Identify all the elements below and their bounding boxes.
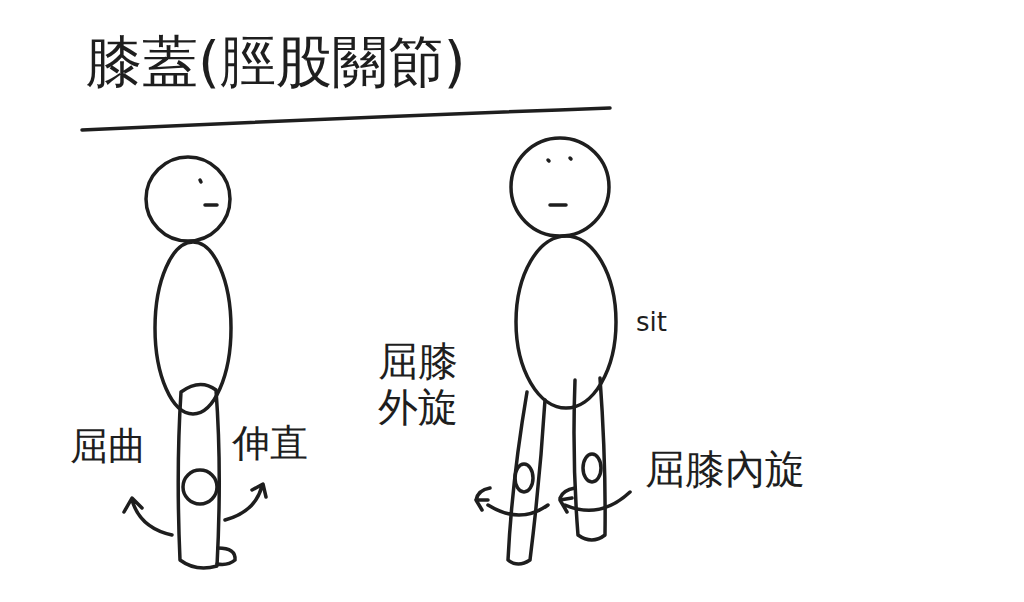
title-underline <box>82 108 610 130</box>
internal-rotation-arrow <box>560 488 630 512</box>
face <box>548 158 571 205</box>
knee <box>183 470 217 504</box>
foot <box>217 548 235 565</box>
title: 膝蓋(脛股關節) <box>86 30 466 94</box>
motion-label: 伸直 <box>232 422 308 466</box>
head <box>511 138 609 236</box>
extension-arrow <box>225 484 266 520</box>
motion-label: 屈曲 <box>70 425 146 469</box>
torso <box>155 242 231 414</box>
knee <box>515 464 533 492</box>
leg <box>574 378 605 540</box>
leg <box>178 384 219 568</box>
motion-label: 屈膝 外旋 <box>378 338 466 430</box>
motion-label: 屈膝內旋 <box>645 446 805 492</box>
external-rotation-arrow <box>476 488 548 515</box>
note: sit <box>636 308 667 338</box>
knee <box>583 454 601 482</box>
head <box>146 157 230 241</box>
face <box>200 180 217 205</box>
flexion-arrow <box>124 498 172 535</box>
leg <box>508 392 545 564</box>
